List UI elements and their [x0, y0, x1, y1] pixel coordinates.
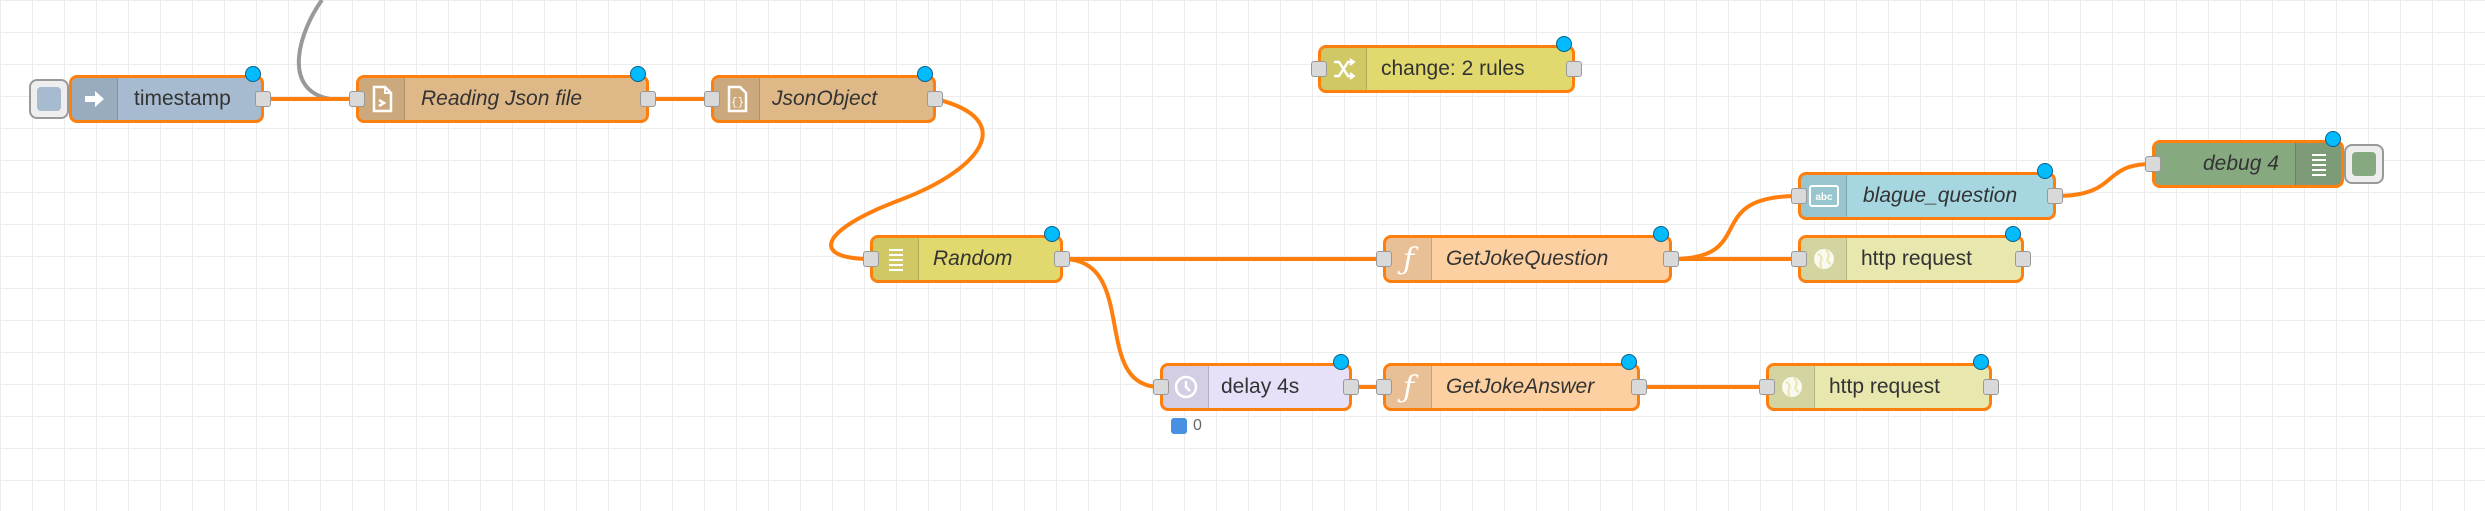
node-label: GetJokeAnswer: [1446, 375, 1595, 398]
input-port[interactable]: [1311, 61, 1327, 77]
output-port[interactable]: [1343, 379, 1359, 395]
changed-indicator: [1333, 354, 1349, 370]
arrow-right-icon: [72, 78, 118, 120]
input-port[interactable]: [1791, 188, 1807, 204]
node-delay[interactable]: delay 4s: [1153, 354, 1359, 411]
node-jsonobject[interactable]: {} JsonObject: [704, 66, 943, 123]
changed-indicator: [917, 66, 933, 82]
input-port[interactable]: [1791, 251, 1807, 267]
node-label: change: 2 rules: [1381, 57, 1525, 80]
changed-indicator: [1973, 354, 1989, 370]
input-port[interactable]: [1759, 379, 1775, 395]
changed-indicator: [2005, 226, 2021, 242]
changed-indicator: [1044, 226, 1060, 242]
changed-indicator: [245, 66, 261, 82]
output-port[interactable]: [1566, 61, 1582, 77]
inject-button[interactable]: [29, 79, 69, 119]
changed-indicator: [1653, 226, 1669, 242]
output-port[interactable]: [640, 91, 656, 107]
globe-icon: [1801, 238, 1847, 280]
file-icon: [359, 78, 405, 120]
wire-offscreen: [296, 0, 354, 101]
changed-indicator: [2037, 163, 2053, 179]
node-get-joke-answer[interactable]: ƒ GetJokeAnswer: [1376, 354, 1647, 411]
node-random[interactable]: Random: [863, 226, 1070, 283]
list-icon: [873, 238, 919, 280]
svg-text:abc: abc: [1815, 192, 1833, 203]
input-port[interactable]: [1153, 379, 1169, 395]
changed-indicator: [1621, 354, 1637, 370]
list-icon: [2295, 143, 2341, 185]
input-port[interactable]: [1376, 379, 1392, 395]
debug-toggle-button[interactable]: [2344, 144, 2384, 184]
changed-indicator: [630, 66, 646, 82]
function-icon: ƒ: [1386, 366, 1432, 408]
output-port[interactable]: [927, 91, 943, 107]
node-label: delay 4s: [1221, 375, 1300, 398]
node-label: debug 4: [2203, 152, 2279, 175]
input-port[interactable]: [863, 251, 879, 267]
node-blague-question[interactable]: abc blague_question: [1791, 163, 2063, 220]
output-port[interactable]: [1983, 379, 1999, 395]
node-reading-json-file[interactable]: Reading Json file: [349, 66, 656, 123]
wire-random-delay: [1062, 257, 1161, 389]
node-label: Random: [933, 247, 1013, 270]
status-text: 0: [1193, 417, 1202, 434]
node-label: Reading Json file: [421, 87, 583, 110]
input-port[interactable]: [2145, 156, 2161, 172]
text-abc-icon: abc: [1801, 175, 1847, 217]
wire-question-blague: [1671, 194, 1799, 261]
node-label: timestamp: [134, 87, 231, 110]
input-port[interactable]: [349, 91, 365, 107]
node-label: GetJokeQuestion: [1446, 247, 1609, 270]
json-icon: {}: [714, 78, 760, 120]
globe-icon: [1769, 366, 1815, 408]
wire-blague-debug: [2055, 162, 2153, 198]
delay-status: 0: [1171, 417, 1202, 435]
input-port[interactable]: [704, 91, 720, 107]
node-label: blague_question: [1863, 184, 2018, 207]
function-icon: ƒ: [1386, 238, 1432, 280]
node-get-joke-question[interactable]: ƒ GetJokeQuestion: [1376, 226, 1679, 283]
shuffle-icon: [1321, 48, 1367, 90]
output-port[interactable]: [1631, 379, 1647, 395]
output-port[interactable]: [255, 91, 271, 107]
output-port[interactable]: [2015, 251, 2031, 267]
output-port[interactable]: [1663, 251, 1679, 267]
node-change[interactable]: change: 2 rules: [1311, 36, 1582, 93]
node-debug-4[interactable]: debug 4: [2145, 131, 2344, 188]
timer-icon: [1163, 366, 1209, 408]
output-port[interactable]: [1054, 251, 1070, 267]
status-dot: [1171, 418, 1187, 434]
changed-indicator: [2325, 131, 2341, 147]
node-label: http request: [1829, 375, 1940, 398]
input-port[interactable]: [1376, 251, 1392, 267]
node-timestamp[interactable]: timestamp: [69, 66, 271, 123]
changed-indicator: [1556, 36, 1572, 52]
node-label: JsonObject: [772, 87, 878, 110]
node-label: http request: [1861, 247, 1972, 270]
node-http-request-1[interactable]: http request: [1791, 226, 2031, 283]
output-port[interactable]: [2047, 188, 2063, 204]
svg-text:{}: {}: [730, 97, 743, 109]
node-http-request-2[interactable]: http request: [1759, 354, 1999, 411]
